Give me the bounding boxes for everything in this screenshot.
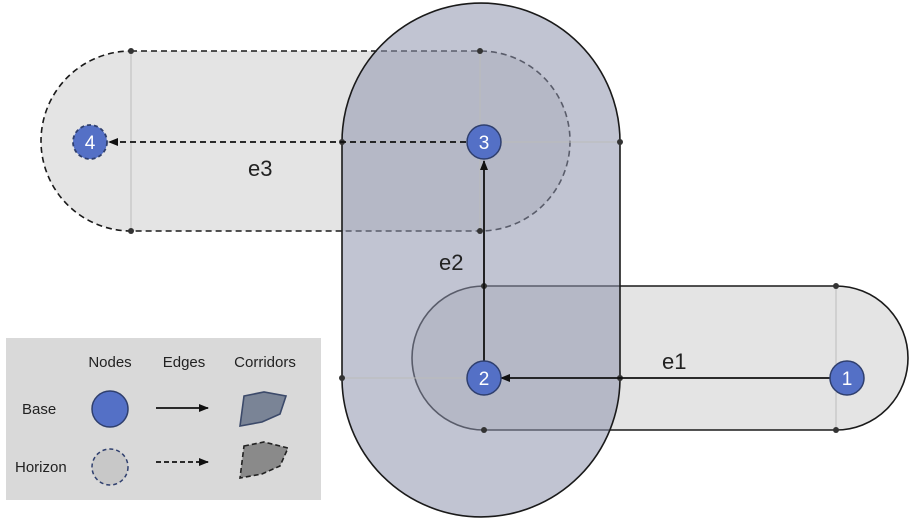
node-1: 1 [829, 360, 865, 396]
node-label-3: 3 [479, 133, 490, 154]
node-2: 2 [466, 360, 502, 396]
legend-horizon-node-icon [91, 448, 129, 486]
corridor-e2 [341, 2, 621, 518]
legend-col-corridors: Corridors [234, 354, 296, 371]
edge-label-e3: e3 [248, 156, 272, 181]
legend-col-edges: Edges [163, 354, 206, 371]
node-4: 4 [72, 124, 108, 160]
node-3: 3 [466, 124, 502, 160]
legend-col-nodes: Nodes [88, 354, 131, 371]
node-label-1: 1 [842, 369, 853, 390]
node-label-4: 4 [85, 133, 96, 154]
legend: Nodes Edges Corridors Base Horizon [6, 338, 321, 500]
edge-label-e1: e1 [662, 349, 686, 374]
legend-row-base: Base [22, 401, 56, 418]
legend-base-node-icon [91, 390, 129, 428]
legend-horizon-corridor-icon [239, 441, 290, 479]
node-label-2: 2 [479, 369, 490, 390]
legend-row-horizon: Horizon [15, 459, 67, 476]
legend-base-corridor-icon [239, 391, 288, 427]
edge-label-e2: e2 [439, 250, 463, 275]
